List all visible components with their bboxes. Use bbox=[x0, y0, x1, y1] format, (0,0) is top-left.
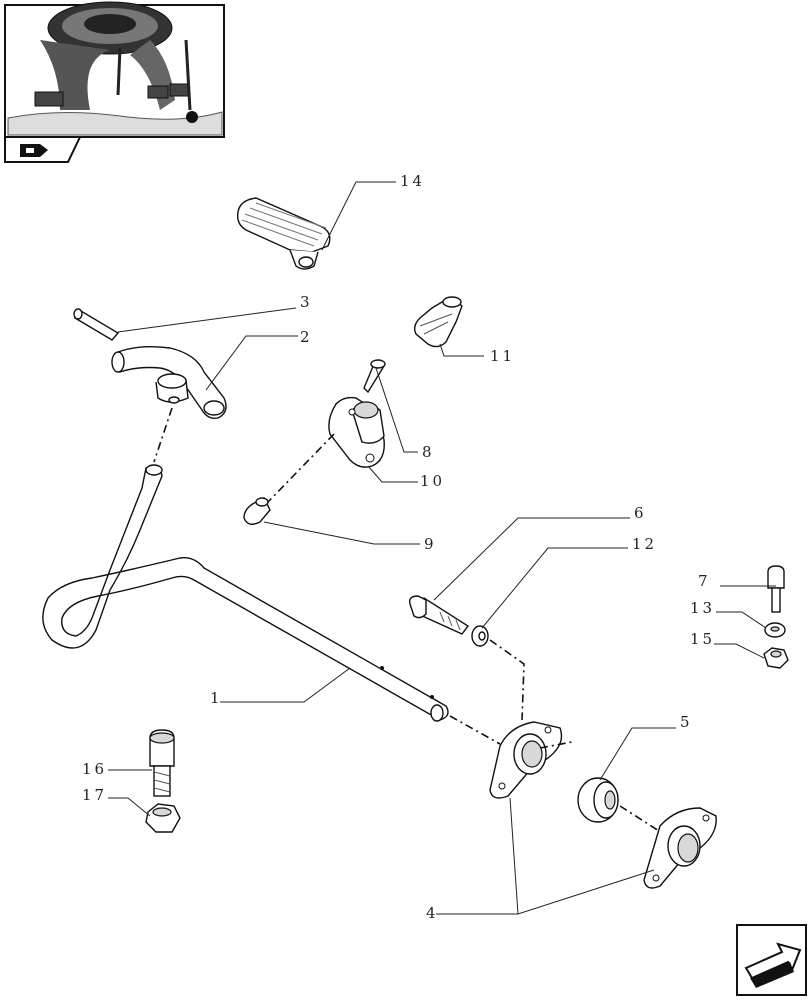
cab-pedal-location-thumbnail bbox=[4, 1, 225, 138]
bolt-small-part bbox=[767, 565, 785, 613]
next-page-arrow-icon[interactable] bbox=[736, 924, 807, 996]
label-6: 6 bbox=[634, 504, 647, 522]
label-9: 9 bbox=[424, 535, 437, 553]
label-8: 8 bbox=[422, 443, 435, 461]
lever-part bbox=[111, 345, 227, 420]
label-17: 17 bbox=[82, 786, 107, 804]
rubber-plug-part bbox=[413, 296, 463, 348]
tractor-model-icon bbox=[4, 136, 82, 163]
leader-lines bbox=[108, 181, 776, 915]
pedal-pad-part bbox=[236, 197, 331, 270]
label-2: 2 bbox=[300, 328, 313, 346]
callout-labels: 1 2 3 4 5 6 7 8 9 10 11 12 13 14 15 16 1… bbox=[82, 172, 715, 922]
socket-bolt-part bbox=[149, 729, 175, 797]
nut-part bbox=[145, 803, 181, 833]
rod-part bbox=[42, 464, 449, 722]
label-14: 14 bbox=[400, 172, 425, 190]
nut-small-part bbox=[763, 647, 789, 669]
pin-part bbox=[73, 308, 120, 341]
label-13: 13 bbox=[690, 599, 715, 617]
label-3: 3 bbox=[300, 293, 313, 311]
label-10: 10 bbox=[420, 472, 445, 490]
bolt-part bbox=[408, 595, 470, 635]
screw-part bbox=[363, 359, 386, 394]
label-12: 12 bbox=[632, 535, 657, 553]
label-4: 4 bbox=[426, 904, 439, 922]
label-11: 11 bbox=[490, 347, 515, 365]
label-5: 5 bbox=[680, 713, 693, 731]
flange-right-part bbox=[643, 807, 717, 889]
label-1: 1 bbox=[210, 689, 223, 707]
label-15: 15 bbox=[690, 630, 715, 648]
retainer-part bbox=[243, 497, 271, 525]
bushing-part bbox=[577, 777, 619, 823]
washer-small-part bbox=[764, 622, 786, 638]
bracket-part bbox=[328, 396, 385, 468]
flange-left-part bbox=[489, 721, 563, 799]
washer-part bbox=[471, 625, 489, 647]
label-7: 7 bbox=[698, 572, 711, 590]
label-16: 16 bbox=[82, 760, 107, 778]
